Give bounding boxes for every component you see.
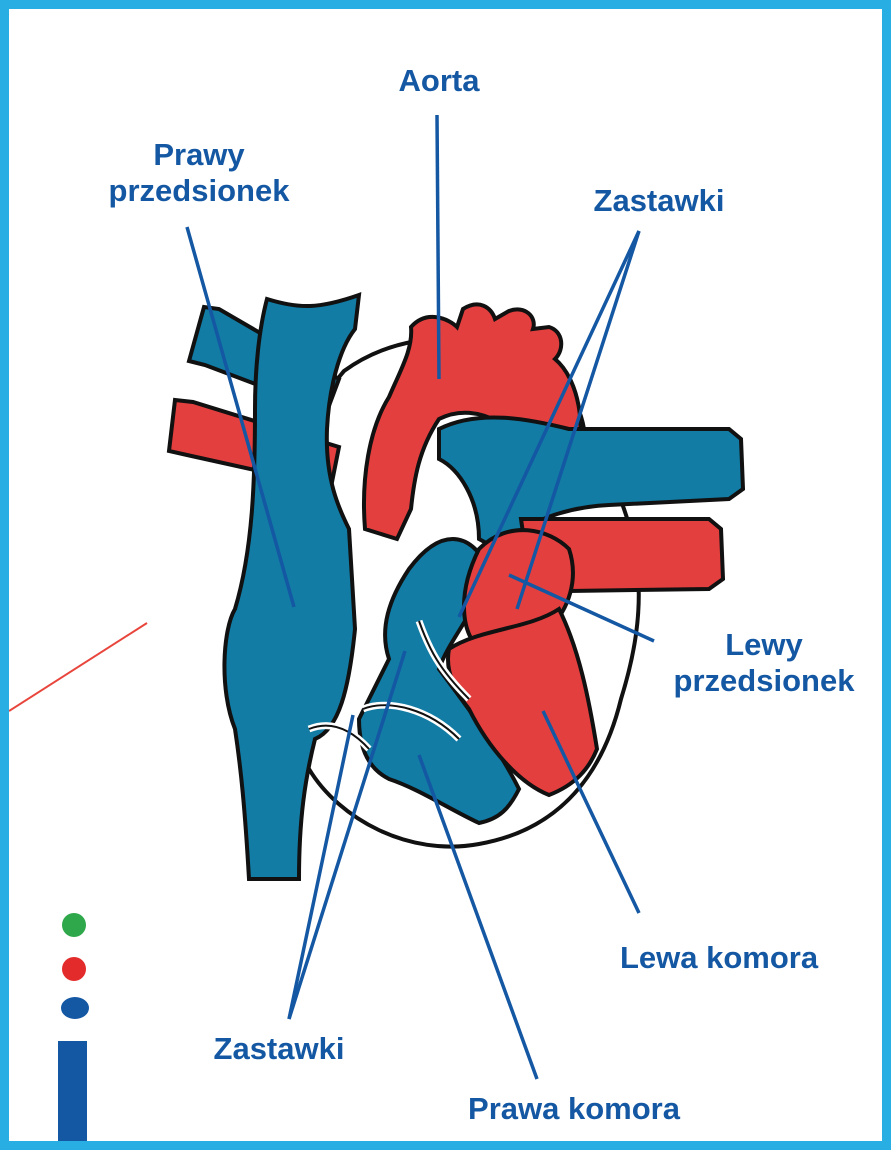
label-left-ventricle-text: Lewa komora — [569, 940, 869, 976]
label-left-atrium-line2: przedsionek — [629, 663, 891, 699]
label-aorta: Aorta — [339, 63, 539, 99]
logo-green-dot-icon — [62, 913, 86, 937]
label-valves-bottom-text: Zastawki — [159, 1031, 399, 1067]
leader-aorta — [437, 115, 439, 379]
label-right-atrium-line2: przedsionek — [49, 173, 349, 209]
info-i-logo-icon — [58, 1041, 87, 1150]
label-left-atrium-line1: Lewy — [629, 627, 891, 663]
label-left-atrium: Lewy przedsionek — [629, 627, 891, 699]
label-left-ventricle: Lewa komora — [569, 940, 869, 976]
logo-blue-dot-icon — [61, 997, 89, 1019]
label-right-atrium-line1: Prawy — [49, 137, 349, 173]
label-aorta-text: Aorta — [339, 63, 539, 99]
logo-red-dot-icon — [62, 957, 86, 981]
label-right-ventricle: Prawa komora — [409, 1091, 739, 1127]
stray-red-line — [9, 623, 147, 711]
label-valves-bottom: Zastawki — [159, 1031, 399, 1067]
label-valves-top-text: Zastawki — [549, 183, 769, 219]
label-valves-top: Zastawki — [549, 183, 769, 219]
label-right-atrium: Prawy przedsionek — [49, 137, 349, 209]
label-right-ventricle-text: Prawa komora — [409, 1091, 739, 1127]
